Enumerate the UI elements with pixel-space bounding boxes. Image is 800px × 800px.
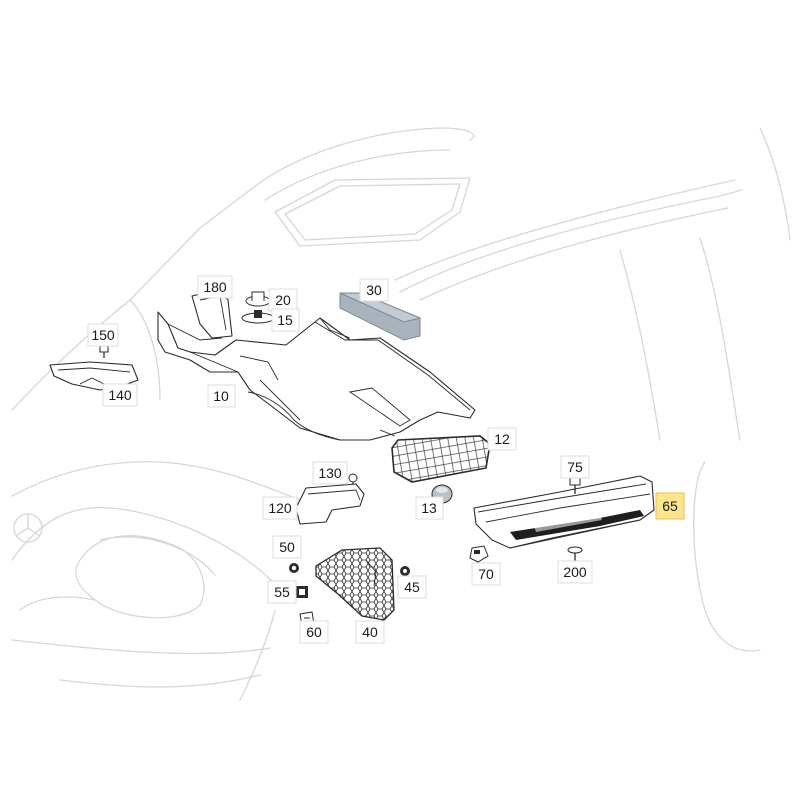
callout-13-label: 13 <box>421 500 437 516</box>
callout-30: 30 <box>359 278 389 302</box>
callout-70: 70 <box>471 562 501 586</box>
callout-50-label: 50 <box>279 539 295 555</box>
part-65-sill-trim <box>473 475 655 549</box>
part-120-bracket <box>295 483 365 525</box>
callout-65-label: 65 <box>662 498 678 514</box>
callout-55-label: 55 <box>274 584 290 600</box>
callout-60: 60 <box>299 620 329 644</box>
part-140-bracket <box>49 361 139 391</box>
callout-150: 150 <box>87 323 119 347</box>
callout-55: 55 <box>267 580 297 604</box>
callout-10: 10 <box>207 384 236 408</box>
callout-75: 75 <box>560 455 590 479</box>
callout-13: 13 <box>415 496 444 520</box>
callout-140-label: 140 <box>108 387 132 403</box>
callout-45: 45 <box>397 575 427 599</box>
callout-75-label: 75 <box>567 459 583 475</box>
callout-60-label: 60 <box>306 624 322 640</box>
callout-30-label: 30 <box>366 282 382 298</box>
callout-50: 50 <box>272 535 302 559</box>
part-70-clip <box>469 545 489 563</box>
callout-120-label: 120 <box>268 500 292 516</box>
callout-15: 15 <box>271 308 300 332</box>
part-12-cargo-net <box>391 435 491 483</box>
part-130-screw <box>348 473 358 488</box>
callout-10-label: 10 <box>213 388 229 404</box>
callout-200-label: 200 <box>563 564 587 580</box>
callout-200: 200 <box>557 560 593 584</box>
callout-12: 12 <box>487 427 517 451</box>
vehicle-outline <box>11 127 791 701</box>
callout-150-label: 150 <box>91 327 115 343</box>
callout-20: 20 <box>268 288 298 312</box>
part-20-clip <box>245 291 271 307</box>
callout-120: 120 <box>262 496 298 520</box>
callout-65[interactable]: 65 <box>655 492 685 520</box>
callout-180: 180 <box>197 275 233 299</box>
part-55-clip <box>296 586 308 598</box>
callout-12-label: 12 <box>494 431 510 447</box>
part-50-nut <box>289 563 299 573</box>
callout-180-label: 180 <box>203 279 227 295</box>
callout-40: 40 <box>355 620 385 644</box>
callout-40-label: 40 <box>362 624 378 640</box>
callout-45-label: 45 <box>404 579 420 595</box>
part-15-clip <box>241 310 275 324</box>
part-40-honeycomb-panel <box>315 547 395 621</box>
part-45-nut <box>400 566 410 576</box>
callout-20-label: 20 <box>275 292 291 308</box>
part-10-floor-panel <box>157 311 476 441</box>
part-200-screw <box>567 546 583 561</box>
callout-130: 130 <box>312 461 348 485</box>
callout-130-label: 130 <box>318 465 342 481</box>
callouts: 180 20 15 30 150 140 10 12 <box>87 275 685 644</box>
callout-15-label: 15 <box>277 312 293 328</box>
callout-70-label: 70 <box>478 566 494 582</box>
callout-140: 140 <box>102 383 138 407</box>
